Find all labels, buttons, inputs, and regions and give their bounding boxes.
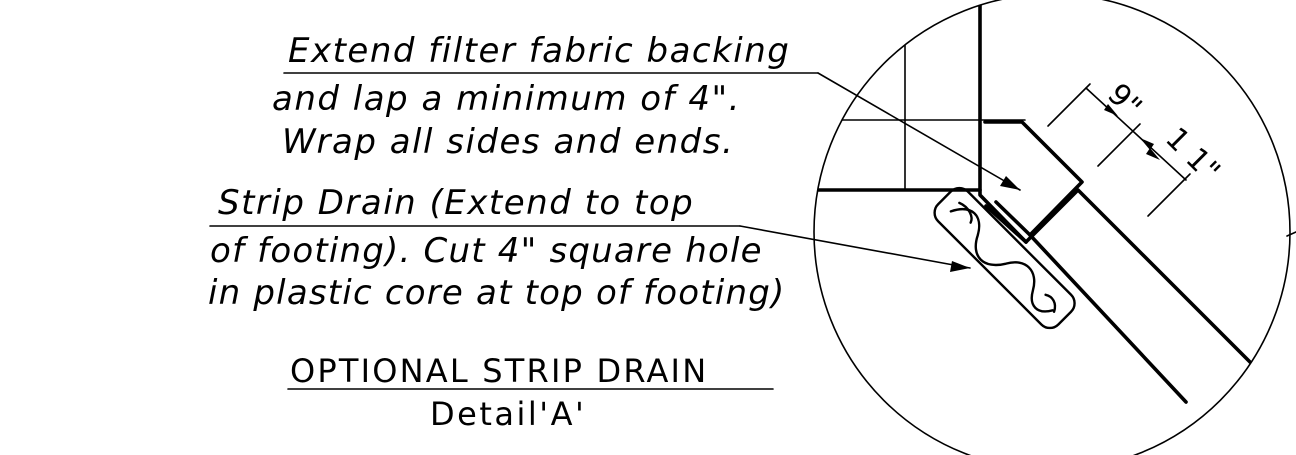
detail-callout-leader <box>1286 231 1296 237</box>
detail-title: OPTIONAL STRIP DRAIN <box>290 352 708 390</box>
fabric-leader <box>817 72 1021 191</box>
strip-drain-note-line3: in plastic core at top of footing) <box>208 273 785 313</box>
backfill-edge-lower <box>1028 233 1188 404</box>
fabric-wrap <box>983 120 1084 237</box>
dimension-arrow-2 <box>1140 138 1154 150</box>
detail-geometry: 9" 1 1" <box>814 0 1290 414</box>
detail-circle <box>813 0 1291 455</box>
dimension-extension-1 <box>1047 83 1091 127</box>
dimension-extension-3 <box>1147 173 1191 217</box>
strip-drain-note: Strip Drain (Extend to top of footing). … <box>208 183 785 313</box>
detail-title-block: OPTIONAL STRIP DRAIN Detail'A' <box>287 352 774 433</box>
detail-subtitle: Detail'A' <box>430 395 586 433</box>
dimension-label-lower: 1 1" <box>1158 121 1226 189</box>
fabric-leader-arrowhead <box>1000 176 1020 190</box>
fabric-note: Extend filter fabric backing and lap a m… <box>272 31 819 162</box>
fabric-note-line1: Extend filter fabric backing <box>288 31 790 71</box>
backfill-edge-upper <box>1024 188 1290 414</box>
strip-drain-core <box>933 186 1076 330</box>
fabric-note-line3: Wrap all sides and ends. <box>282 122 734 162</box>
footing-corner <box>984 204 1028 244</box>
strip-drain-note-line1: Strip Drain (Extend to top <box>218 183 694 223</box>
dimension-arrow-3 <box>1146 148 1160 160</box>
fabric-note-line2: and lap a minimum of 4". <box>272 79 741 119</box>
strip-drain-leader <box>739 225 971 272</box>
dimension-extension-2 <box>1097 123 1141 167</box>
strip-drain-note-line2: of footing). Cut 4" square hole <box>210 231 763 271</box>
dimension-arrow-1 <box>1104 104 1118 116</box>
dimension-line <box>1085 87 1187 181</box>
strip-drain-leader-arrowhead <box>950 261 970 272</box>
dimension-label-upper: 9" <box>1100 77 1148 125</box>
